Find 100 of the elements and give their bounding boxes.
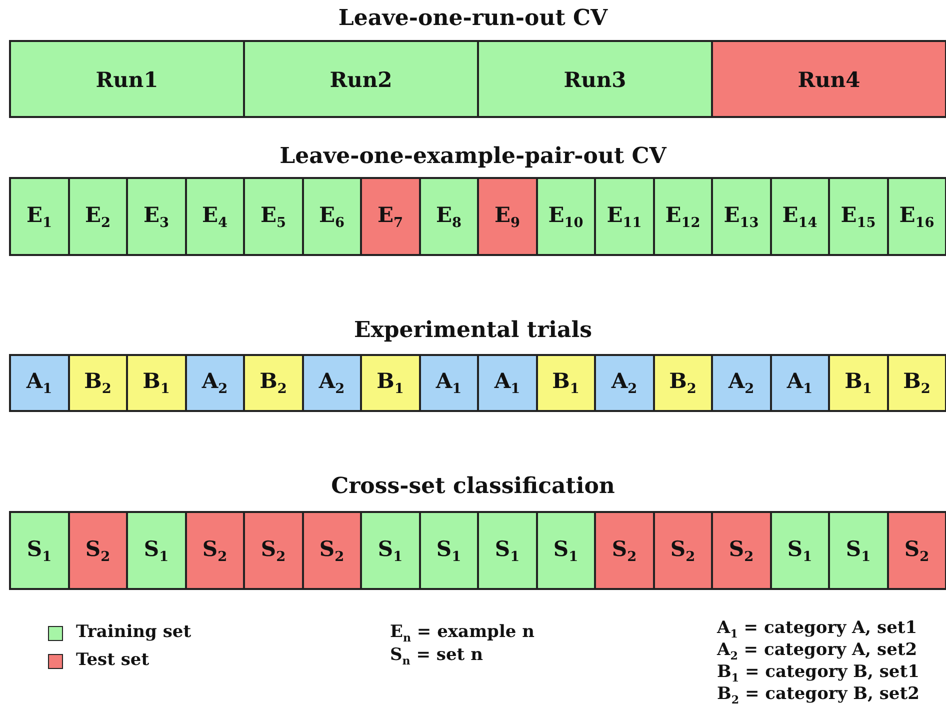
cell-label: S$_{1}$: [846, 536, 871, 566]
cell-box: [652, 354, 713, 412]
cell-label: B$_{2}$: [903, 368, 930, 398]
cell-label: Run4: [798, 66, 860, 92]
cell-label: E$_{11}$: [606, 202, 642, 232]
legend-label: Test set: [76, 650, 150, 670]
cell-box: [594, 511, 654, 590]
cell-label: S$_{2}$: [728, 536, 754, 566]
cell-box: [302, 511, 362, 590]
cell-label: A$_{2}$: [318, 368, 345, 398]
cell-box: [828, 177, 888, 256]
cell-label: E$_{9}$: [494, 202, 520, 232]
notation-note: B$_{2}$ = category B, set2: [717, 684, 920, 706]
cell-label: E$_{4}$: [202, 202, 228, 232]
cell-box: [536, 177, 596, 256]
notation-note: A$_{1}$ = category A, set1: [717, 618, 918, 640]
cell-box: [594, 177, 654, 256]
cell-label: S$_{2}$: [904, 536, 930, 566]
cell-box: [68, 354, 128, 412]
row-title: Experimental trials: [352, 317, 594, 343]
cell-label: A$_{1}$: [494, 368, 520, 398]
notation-note: A$_{2}$ = category A, set2: [717, 640, 918, 662]
cell-box: [243, 511, 304, 590]
cell-label: E$_{10}$: [548, 202, 584, 232]
cell-box: [652, 511, 713, 590]
cell-box: [9, 354, 70, 412]
cell-box: [536, 511, 596, 590]
cell-box: [477, 40, 713, 118]
cell-box: [536, 354, 596, 412]
cell-box: [360, 354, 420, 412]
cell-label: A$_{2}$: [728, 368, 754, 398]
cell-label: E$_{14}$: [782, 202, 818, 232]
cell-box: [886, 177, 946, 256]
cell-label: S$_{2}$: [85, 536, 110, 566]
cell-label: S$_{2}$: [260, 536, 286, 566]
row-title: Leave-one-run-out CV: [337, 5, 609, 31]
cell-box: [477, 177, 538, 256]
notation-note: B$_{1}$ = category B, set1: [717, 662, 920, 684]
cell-box: [418, 354, 479, 412]
cell-box: [9, 177, 70, 256]
cell-label: A$_{1}$: [786, 368, 813, 398]
cell-box: [770, 177, 830, 256]
cell-label: B$_{1}$: [844, 368, 872, 398]
cell-label: A$_{2}$: [611, 368, 638, 398]
cell-label: A$_{2}$: [202, 368, 228, 398]
cell-box: [652, 177, 713, 256]
cell-box: [184, 177, 245, 256]
cell-label: Run3: [564, 66, 626, 92]
cell-box: [302, 354, 362, 412]
cell-box: [9, 511, 70, 590]
cell-label: S$_{1}$: [378, 536, 403, 566]
cell-label: E$_{2}$: [84, 202, 110, 232]
cell-box: [68, 177, 128, 256]
cell-label: B$_{1}$: [376, 368, 404, 398]
cell-box: [711, 354, 772, 412]
cell-label: B$_{1}$: [552, 368, 580, 398]
cell-box: [9, 40, 245, 118]
row-title: Leave-one-example-pair-out CV: [278, 143, 668, 169]
cell-box: [886, 511, 946, 590]
cell-label: E$_{13}$: [724, 202, 759, 232]
cell-label: S$_{1}$: [26, 536, 52, 566]
cell-label: E$_{6}$: [318, 202, 344, 232]
cell-label: E$_{7}$: [377, 202, 403, 232]
cell-label: Run1: [96, 66, 158, 92]
cell-box: [126, 354, 186, 412]
cell-label: E$_{12}$: [665, 202, 700, 232]
cell-label: E$_{5}$: [260, 202, 286, 232]
cell-label: S$_{1}$: [436, 536, 462, 566]
cell-box: [243, 177, 304, 256]
cell-box: [418, 511, 479, 590]
cell-label: S$_{1}$: [494, 536, 520, 566]
cell-label: Run2: [330, 66, 392, 92]
cell-box: [360, 511, 420, 590]
cell-label: E$_{8}$: [436, 202, 462, 232]
notation-note: E$_{n}$ = example n: [390, 622, 534, 644]
cell-box: [302, 177, 362, 256]
cell-label: E$_{15}$: [840, 202, 876, 232]
cell-label: B$_{2}$: [260, 368, 287, 398]
cell-label: S$_{2}$: [319, 536, 344, 566]
cell-label: E$_{16}$: [899, 202, 934, 232]
cell-box: [68, 511, 128, 590]
cell-label: A$_{1}$: [26, 368, 52, 398]
cell-box: [711, 177, 772, 256]
cell-box: [477, 511, 538, 590]
notation-note: S$_{n}$ = set n: [390, 645, 483, 668]
cell-box: [711, 511, 772, 590]
cell-label: S$_{2}$: [670, 536, 696, 566]
cell-box: [418, 177, 479, 256]
cell-label: S$_{2}$: [202, 536, 228, 566]
cell-box: [886, 354, 946, 412]
row-title: Cross-set classification: [330, 473, 616, 499]
cell-box: [243, 354, 304, 412]
cell-label: S$_{2}$: [612, 536, 637, 566]
cell-box: [184, 354, 245, 412]
cell-box: [828, 354, 888, 412]
cell-box: [243, 40, 479, 118]
cell-box: [126, 177, 186, 256]
cell-box: [594, 354, 654, 412]
cell-label: E$_{1}$: [26, 202, 52, 232]
cell-label: E$_{3}$: [143, 202, 169, 232]
